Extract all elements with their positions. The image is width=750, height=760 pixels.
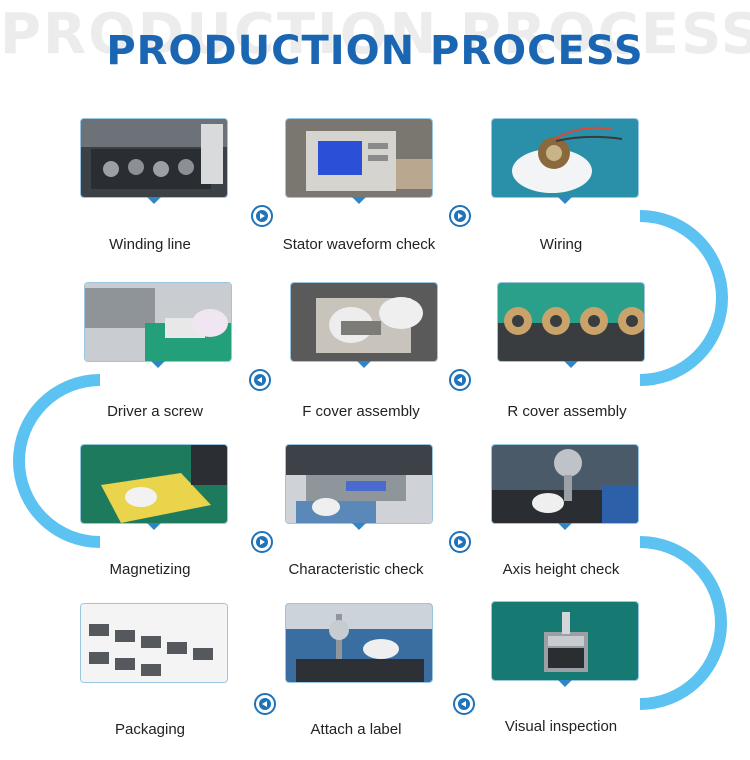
step-label-characteristic-check: Characteristic check bbox=[288, 561, 424, 578]
arrow-node-7 bbox=[254, 693, 276, 715]
arrow-node-1 bbox=[251, 205, 273, 227]
label-attach-photo bbox=[285, 603, 433, 683]
visual-inspection-photo bbox=[491, 601, 639, 681]
magnetizing-photo bbox=[80, 444, 228, 524]
arrow-node-8 bbox=[453, 693, 475, 715]
characteristic-check-photo bbox=[285, 444, 433, 524]
step-label-packaging: Packaging bbox=[114, 721, 186, 738]
step-label-r-cover-assembly: R cover assembly bbox=[507, 403, 627, 420]
arrow-node-4 bbox=[449, 369, 471, 391]
winding-machine-photo bbox=[80, 118, 228, 198]
waveform-tester-photo bbox=[285, 118, 433, 198]
arrow-node-3 bbox=[249, 369, 271, 391]
r-cover-assembly-photo bbox=[497, 282, 645, 362]
step-label-driver-a-screw: Driver a screw bbox=[107, 403, 203, 420]
page-title: PRODUCTION PROCESS bbox=[106, 28, 644, 74]
step-label-winding-line: Winding line bbox=[109, 236, 191, 253]
f-cover-assembly-photo bbox=[290, 282, 438, 362]
step-label-wiring: Wiring bbox=[539, 236, 583, 253]
screw-driving-photo bbox=[84, 282, 232, 362]
packaging-photo bbox=[80, 603, 228, 683]
background-title-watermark: PRODUCTION PROCESS bbox=[0, 2, 750, 67]
arrow-node-5 bbox=[251, 531, 273, 553]
axis-height-check-photo bbox=[491, 444, 639, 524]
step-label-f-cover-assembly: F cover assembly bbox=[302, 403, 420, 420]
step-label-axis-height-check: Axis height check bbox=[502, 561, 620, 578]
step-label-magnetizing: Magnetizing bbox=[109, 561, 191, 578]
step-label-stator-waveform-check: Stator waveform check bbox=[282, 236, 436, 253]
wiring-photo bbox=[491, 118, 639, 198]
arrow-node-6 bbox=[449, 531, 471, 553]
step-label-visual-inspection: Visual inspection bbox=[504, 718, 618, 735]
arrow-node-2 bbox=[449, 205, 471, 227]
step-label-attach-a-label: Attach a label bbox=[310, 721, 402, 738]
